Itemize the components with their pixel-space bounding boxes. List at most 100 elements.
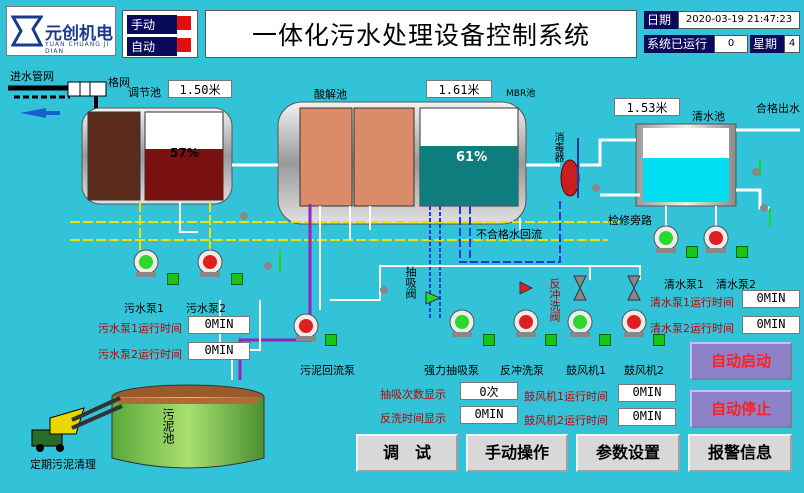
mode-indicator: 手动 自动 [122, 10, 198, 58]
process-diagram [8, 81, 800, 469]
valve-icon-suction [425, 291, 442, 305]
strong-suction-label: 强力抽吸泵 [424, 364, 479, 377]
pump-icon-sewage2 [197, 249, 223, 277]
clear1-runtime-value: 0MIN [742, 290, 800, 308]
mbr-level-bar [420, 146, 518, 206]
sludge-return-label: 污泥回流泵 [300, 364, 355, 377]
date-label: 日期 [644, 11, 680, 29]
alarm-info-button[interactable]: 报警信息 [688, 434, 792, 472]
pump-icon-clear1 [653, 225, 679, 253]
grid-screen [67, 81, 107, 97]
sludge-tank-label: 污泥池 [161, 408, 175, 444]
regulating-level-value: 1.50米 [168, 80, 232, 98]
sewage-pump1-lamp [167, 273, 179, 285]
parameter-settings-button[interactable]: 参数设置 [576, 434, 680, 472]
week-value: 4 [784, 35, 800, 53]
page-title: 一体化污水处理设备控制系统 [205, 10, 637, 58]
pump-icon-sewage1 [133, 249, 159, 277]
clear-level-value: 1.53米 [614, 98, 680, 116]
regulating-tank-label: 调节池 [128, 86, 161, 99]
backwash-time-value: 0MIN [460, 406, 518, 424]
sewage1-runtime-label: 污水泵1运行时间 [98, 322, 182, 335]
backwash-pump-label: 反冲洗泵 [500, 364, 544, 377]
clear-tank-label: 清水池 [692, 110, 725, 123]
sludge-tank [111, 397, 265, 469]
acid-tank-label: 酸解池 [314, 88, 347, 101]
clear2-runtime-label: 清水泵2运行时间 [650, 322, 734, 335]
blower-icon-2 [621, 309, 647, 337]
blower-icon-1 [567, 309, 593, 337]
clear2-runtime-value: 0MIN [742, 316, 800, 334]
blower1-label: 鼓风机1 [566, 364, 606, 377]
blower1-runtime-label: 鼓风机1运行时间 [524, 390, 608, 403]
periodic-sludge-label: 定期污泥清理 [30, 458, 96, 471]
disinfector-label: 消毒器 [552, 132, 563, 162]
sewage-pump2-label: 污水泵2 [186, 302, 226, 315]
sludge-return-pipe [238, 204, 312, 380]
debug-button[interactable]: 调 试 [356, 434, 458, 472]
acid-tank-cell2 [353, 107, 415, 207]
logo-text: 元创机电 [45, 24, 113, 44]
sewage-pump2-lamp [231, 273, 243, 285]
sewage1-runtime-value: 0MIN [188, 316, 250, 334]
grid-label: 格网 [108, 76, 130, 89]
pump-icon-sludge-return [293, 313, 319, 341]
mbr-level-value: 1.61米 [426, 80, 492, 98]
sewage-pump1-label: 污水泵1 [124, 302, 164, 315]
clear-pump1-label: 清水泵1 [664, 278, 704, 291]
blower2-runtime-label: 鼓风机2运行时间 [524, 414, 608, 427]
pump-icon-clear2 [703, 225, 729, 253]
backwash-pump-lamp [545, 334, 557, 346]
valve-icon-blower2 [627, 275, 641, 301]
disinfector [560, 159, 580, 197]
sludge-truck-icon [31, 396, 123, 452]
pump-icon-backwash [513, 309, 539, 337]
backwash-valve-label: 反冲洗阀 [548, 278, 561, 322]
hand-valve-icons [240, 168, 768, 294]
mode-auto-label: 自动 [127, 37, 177, 56]
strong-suction-lamp [483, 334, 495, 346]
suction-count-value: 0次 [460, 382, 518, 400]
company-logo: 元创机电 YUAN CHUANG JI DIAN [6, 6, 116, 56]
regulating-level-bar [145, 149, 223, 200]
blower2-label: 鼓风机2 [624, 364, 664, 377]
blower1-runtime-value: 0MIN [618, 384, 676, 402]
clear-pump2-label: 清水泵2 [716, 278, 756, 291]
pump-icon-strong-suction [449, 309, 475, 337]
auto-start-button[interactable]: 自动启动 [690, 342, 792, 380]
mode-manual-label: 手动 [127, 15, 177, 34]
mbr-pct: 61% [456, 150, 488, 165]
mode-auto-lamp [177, 38, 191, 52]
mode-manual-lamp [177, 16, 191, 30]
mbr-label: MBR池 [506, 89, 536, 99]
sludge-return-lamp [325, 334, 337, 346]
clear-pump1-lamp [686, 246, 698, 258]
logo-subtext: YUAN CHUANG JI DIAN [45, 41, 110, 55]
auto-stop-button[interactable]: 自动停止 [690, 390, 792, 428]
logo-icon [11, 15, 43, 47]
inflow-arrow-icon [20, 108, 46, 118]
sewage2-runtime-value: 0MIN [188, 342, 250, 360]
valve-icon-backwash [519, 281, 534, 295]
regulating-pct: 57% [170, 146, 199, 160]
blower1-lamp [599, 334, 611, 346]
acid-tank-cell1 [299, 107, 353, 207]
qualified-outlet-label: 合格出水 [756, 102, 800, 115]
blower2-lamp [653, 334, 665, 346]
inlet-label: 进水管网 [10, 70, 54, 83]
clear-pump2-lamp [736, 246, 748, 258]
clear-level-bar [643, 158, 729, 202]
manual-operation-button[interactable]: 手动操作 [466, 434, 568, 472]
backwash-time-label: 反洗时间显示 [380, 412, 446, 425]
unqualified-return-label: 不合格水回流 [476, 228, 542, 241]
runtime-value: 0 [714, 35, 748, 53]
blower2-runtime-value: 0MIN [618, 408, 676, 426]
suction-valve-label: 抽吸阀 [404, 266, 417, 299]
runtime-label: 系统已运行 [644, 35, 716, 53]
clear1-runtime-label: 清水泵1运行时间 [650, 296, 734, 309]
suction-count-label: 抽吸次数显示 [380, 388, 446, 401]
sewage2-runtime-label: 污水泵2运行时间 [98, 348, 182, 361]
valve-icon-blower1 [573, 275, 587, 301]
week-label: 星期 [750, 35, 786, 53]
repair-bypass-label: 检修旁路 [608, 214, 652, 227]
